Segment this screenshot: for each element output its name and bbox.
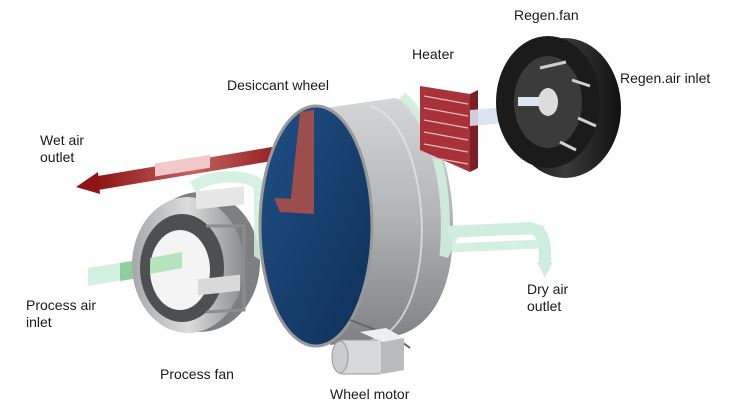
wheel-motor: [331, 319, 411, 375]
process-fan: [132, 186, 260, 333]
regen-air-inlet-label: Regen.air inlet: [620, 70, 711, 86]
heater-label: Heater: [412, 46, 455, 62]
desiccant-wheel: [258, 92, 545, 348]
wet-air-outlet-stream: [76, 144, 290, 194]
dry-air-outlet-stream: [447, 221, 553, 278]
regen-fan: [496, 36, 621, 178]
desiccant-wheel-face: [260, 106, 372, 346]
desiccant-wheel-label: Desiccant wheel: [227, 77, 329, 93]
regen-fan-label: Regen.fan: [514, 7, 579, 23]
wheel-motor-label: Wheel motor: [330, 386, 410, 402]
process-fan-label: Process fan: [160, 366, 234, 382]
